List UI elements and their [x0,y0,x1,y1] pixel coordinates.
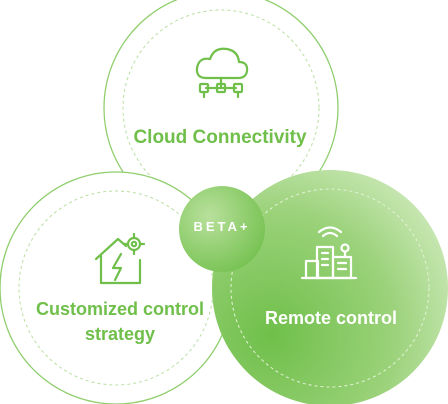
center-hub [179,186,265,272]
remote-circle-dashed-ring [230,188,430,388]
remote-control-label: Remote control [264,308,397,328]
custom-label-line-1: Customized control [35,299,204,319]
cloud-network-icon [195,47,249,99]
customized-control-strategy-label: Customized control strategy [10,297,230,347]
remote-circle [212,170,448,404]
remote-buildings-icon [300,226,358,280]
smart-home-energy-icon [94,232,146,285]
beta-plus-logo: BETA+ [193,219,251,234]
cloud-connectivity-label: Cloud Connectivity [133,127,307,148]
cloud-circle-dashed-ring [122,9,320,207]
custom-label-line-2: strategy [84,324,156,344]
